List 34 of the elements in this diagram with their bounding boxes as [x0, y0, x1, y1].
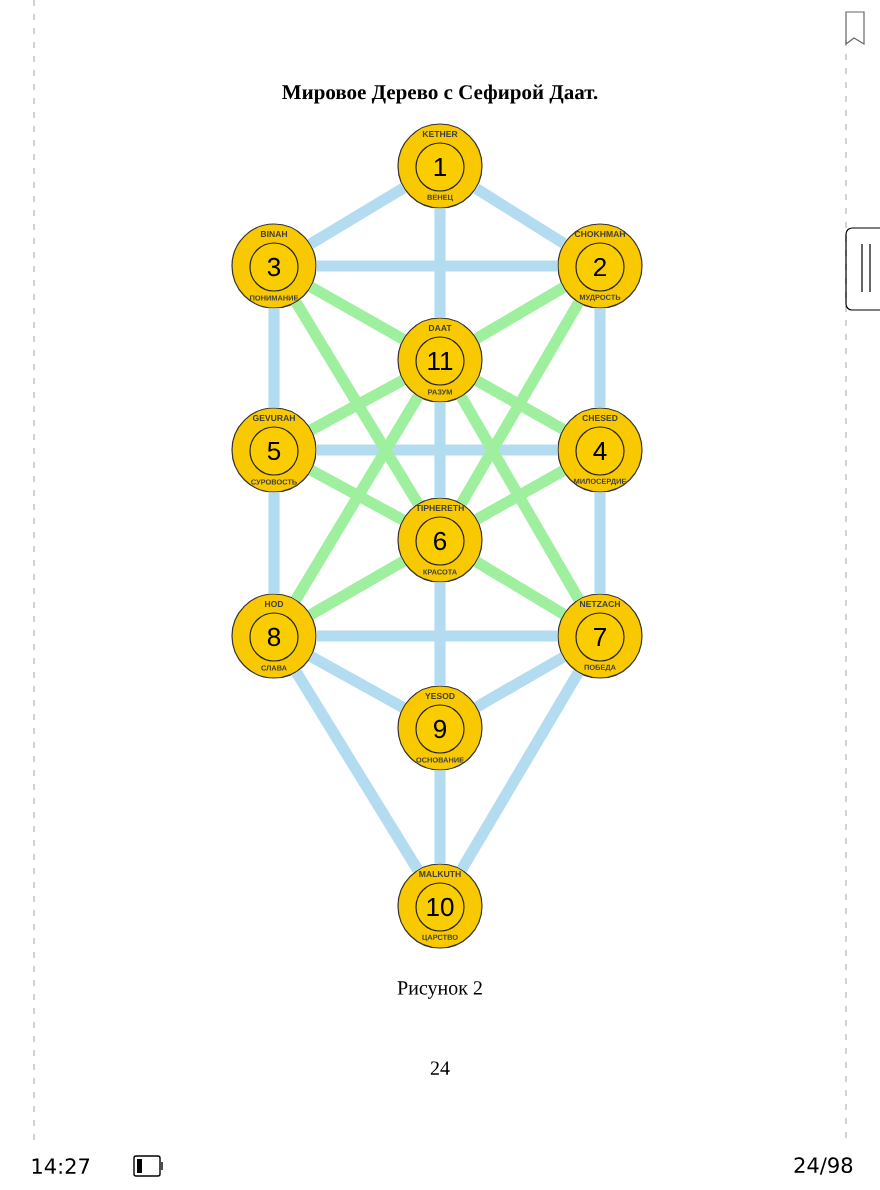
path-band: [291, 299, 423, 507]
path-band: [316, 260, 558, 272]
path-band: [434, 582, 446, 686]
path-band: [473, 183, 567, 249]
path-band: [291, 669, 423, 873]
path-band: [434, 770, 446, 864]
path-band: [594, 308, 606, 408]
page-counter: 24/98: [794, 1157, 853, 1175]
path-band: [291, 393, 423, 603]
page-number: 24: [430, 1061, 450, 1075]
path-band: [456, 299, 584, 507]
path-band: [474, 376, 566, 434]
clock-time: 14:27: [32, 1158, 90, 1174]
path-band: [268, 492, 280, 594]
path-band: [434, 402, 446, 498]
path-band: [316, 630, 558, 642]
path-band: [594, 492, 606, 594]
caption: Рисунок 2: [397, 981, 482, 999]
path-band: [474, 652, 566, 712]
path-band: [473, 557, 567, 619]
path-band: [308, 282, 406, 344]
path-band: [474, 466, 566, 524]
path-band: [308, 375, 406, 435]
path-band: [308, 556, 406, 620]
path-band: [308, 651, 406, 713]
path-band: [268, 308, 280, 408]
path-band: [308, 465, 406, 525]
title: Мировое Дерево с Сефирой Даат.: [282, 84, 598, 104]
path-band: [473, 282, 567, 344]
path-band: [456, 394, 584, 602]
path-band: [307, 183, 407, 249]
path-band: [456, 669, 584, 873]
path-band: [316, 444, 558, 456]
path-band: [434, 208, 446, 318]
